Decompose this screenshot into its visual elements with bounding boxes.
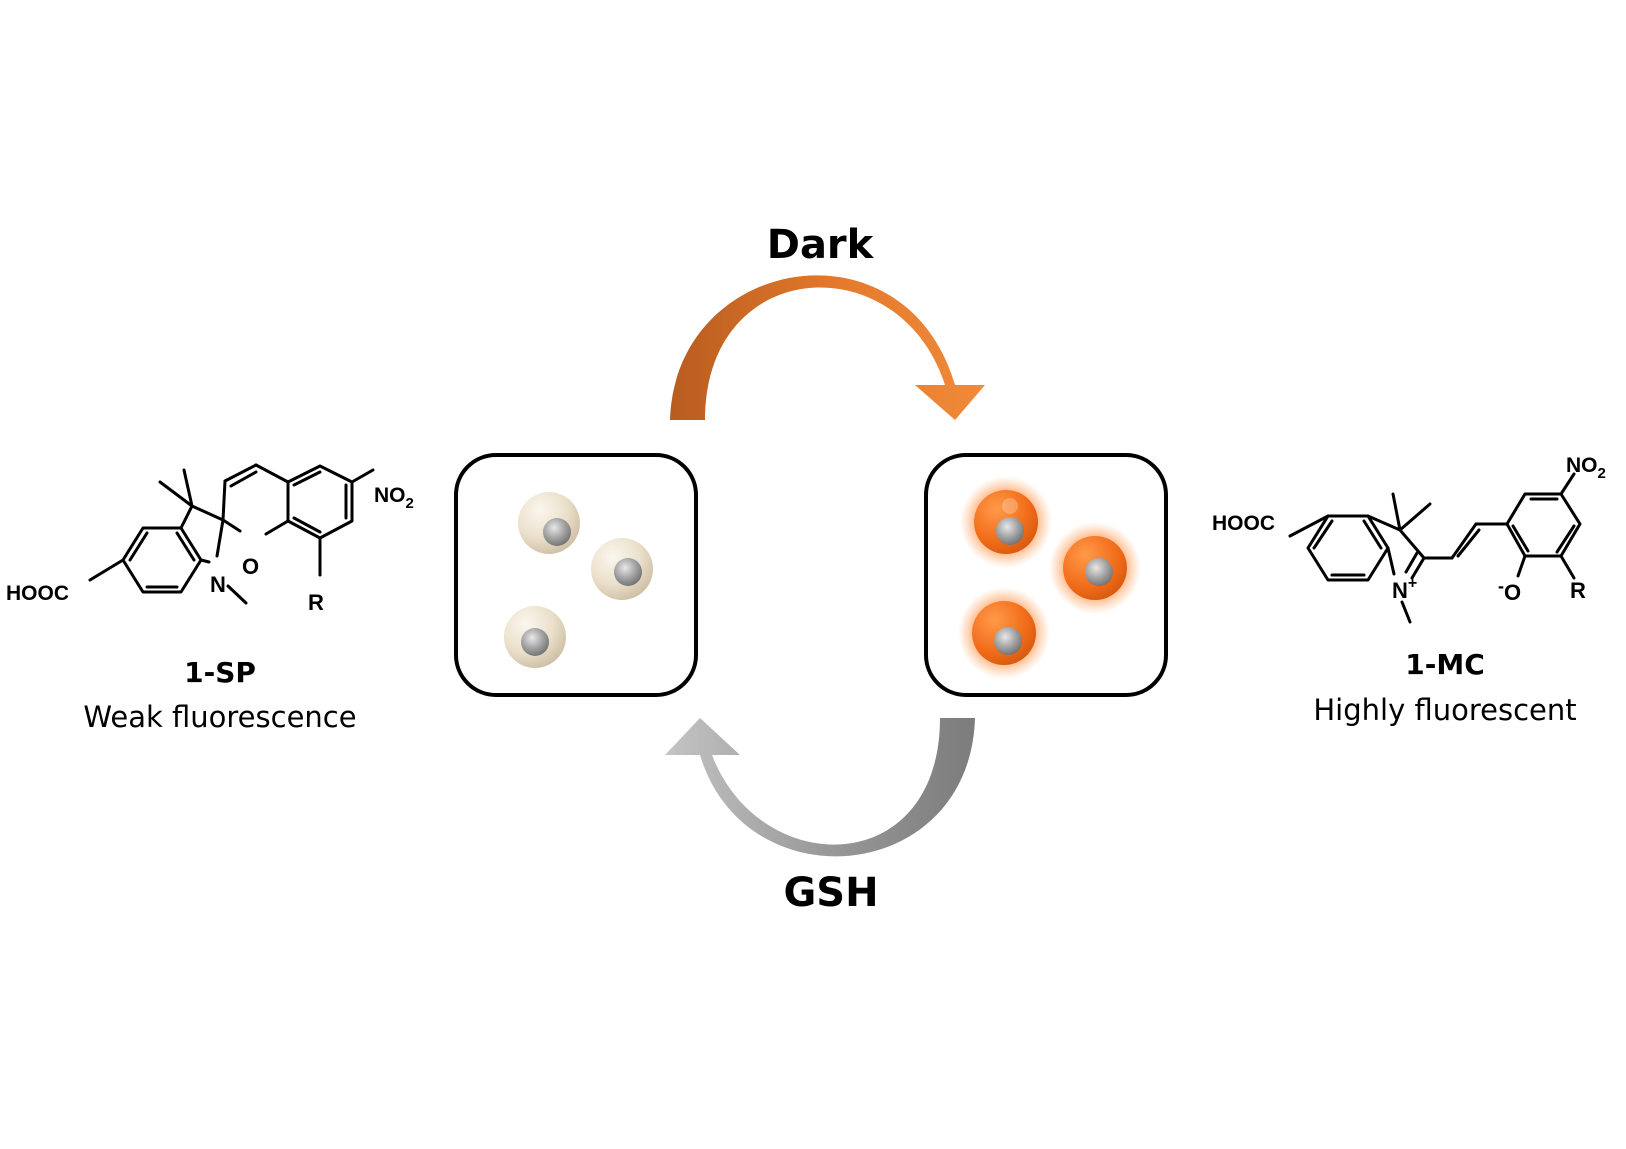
left-n-label: N — [210, 572, 226, 597]
right-hooc-label: HOOC — [1212, 512, 1275, 535]
fluorescent-cell — [958, 587, 1050, 679]
left-nitro-label: NO2 — [374, 484, 414, 512]
left-hooc-label: HOOC — [6, 582, 69, 605]
right-r-label: R — [1570, 578, 1586, 603]
left-compound-name: 1-SP — [184, 656, 256, 689]
right-o-label: -O — [1498, 576, 1521, 605]
dark-arrow — [670, 275, 985, 420]
weak-cell — [518, 492, 580, 554]
weak-cells-box — [454, 453, 698, 697]
weak-cell — [504, 606, 566, 668]
left-o-label: O — [242, 554, 259, 579]
weak-cell — [591, 538, 653, 600]
left-r-label: R — [308, 590, 324, 615]
spiropyran-structure — [88, 463, 375, 605]
gsh-arrow — [665, 718, 975, 857]
merocyanine-structure — [1288, 472, 1582, 624]
fluorescent-cell — [1049, 522, 1141, 614]
right-compound-name: 1-MC — [1405, 648, 1485, 681]
right-compound-description: Highly fluorescent — [1313, 693, 1577, 727]
dark-label: Dark — [766, 222, 874, 268]
right-nitro-label: NO2 — [1566, 454, 1606, 482]
right-n-label: N+ — [1392, 575, 1417, 603]
fluorescent-cell — [960, 476, 1052, 568]
left-compound-description: Weak fluorescence — [83, 700, 357, 734]
gsh-label: GSH — [783, 870, 879, 916]
